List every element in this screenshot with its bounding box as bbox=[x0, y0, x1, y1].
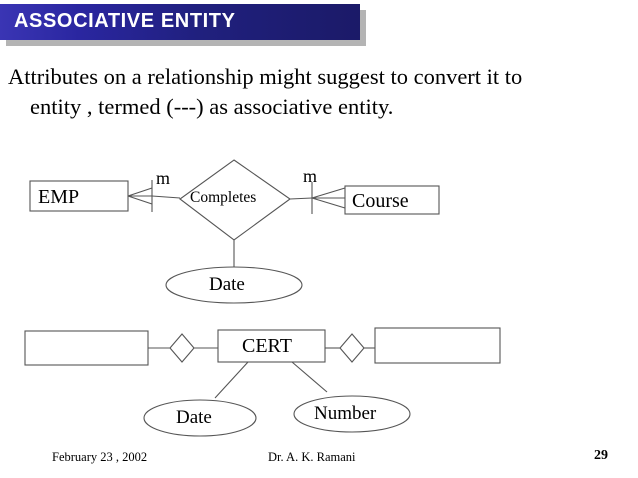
entity-box-course bbox=[344, 185, 440, 215]
footer-date: February 23 , 2002 bbox=[52, 450, 148, 464]
attribute-ellipse-number bbox=[293, 395, 411, 433]
relationship-diamond-lower-left bbox=[169, 333, 195, 363]
entity-label-course: Course bbox=[352, 190, 409, 212]
crowsfoot-right bbox=[289, 182, 346, 214]
crowsfoot-left bbox=[127, 180, 181, 212]
relationship-label-completes: Completes bbox=[190, 189, 257, 206]
slide-title-banner: ASSOCIATIVE ENTITY bbox=[0, 4, 366, 46]
entity-box-lower-left bbox=[24, 330, 149, 366]
footer-author: Dr. A. K. Ramani bbox=[268, 450, 356, 464]
entity-box-lower-right bbox=[374, 327, 501, 364]
connector-cert-date bbox=[214, 361, 249, 399]
page-title: ASSOCIATIVE ENTITY bbox=[14, 10, 236, 32]
cardinality-label-right: m bbox=[303, 166, 318, 186]
slide-body-text: Attributes on a relationship might sugge… bbox=[8, 62, 626, 122]
attribute-ellipse-date-upper bbox=[165, 266, 303, 304]
entity-box-emp bbox=[29, 180, 129, 212]
cardinality-label-left: m bbox=[156, 168, 171, 188]
entity-box-cert bbox=[217, 329, 326, 363]
entity-label-emp: EMP bbox=[38, 186, 80, 208]
attribute-label-date-upper: Date bbox=[209, 274, 245, 295]
footer-page-number: 29 bbox=[594, 448, 608, 463]
title-banner-plate bbox=[0, 4, 360, 40]
attribute-label-number: Number bbox=[314, 403, 377, 424]
body-line-1: Attributes on a relationship might sugge… bbox=[8, 64, 523, 89]
attribute-ellipse-date-lower bbox=[143, 399, 257, 437]
relationship-diamond-lower-right bbox=[339, 333, 365, 363]
body-line-2: entity , termed (---) as associative ent… bbox=[30, 94, 394, 119]
connector-cert-number bbox=[291, 361, 328, 393]
entity-label-cert: CERT bbox=[242, 335, 292, 357]
attribute-label-date-lower: Date bbox=[176, 407, 212, 428]
